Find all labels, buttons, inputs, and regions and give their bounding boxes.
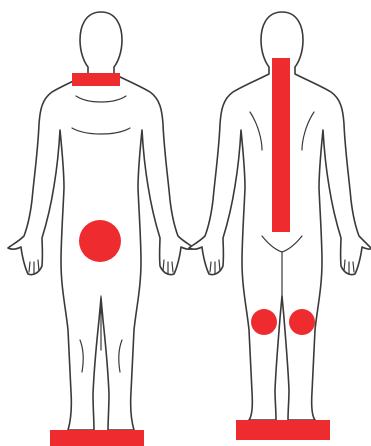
front-pelvis-marker: [79, 220, 121, 262]
front-feet-marker: [50, 430, 144, 446]
back-right-knee-marker: [289, 309, 315, 335]
back-spine-marker: [272, 58, 290, 232]
back-figure: [189, 12, 371, 440]
front-figure: [8, 12, 194, 446]
front-neck-marker: [72, 73, 120, 86]
back-feet-marker: [236, 420, 330, 440]
back-left-knee-marker: [251, 309, 277, 335]
